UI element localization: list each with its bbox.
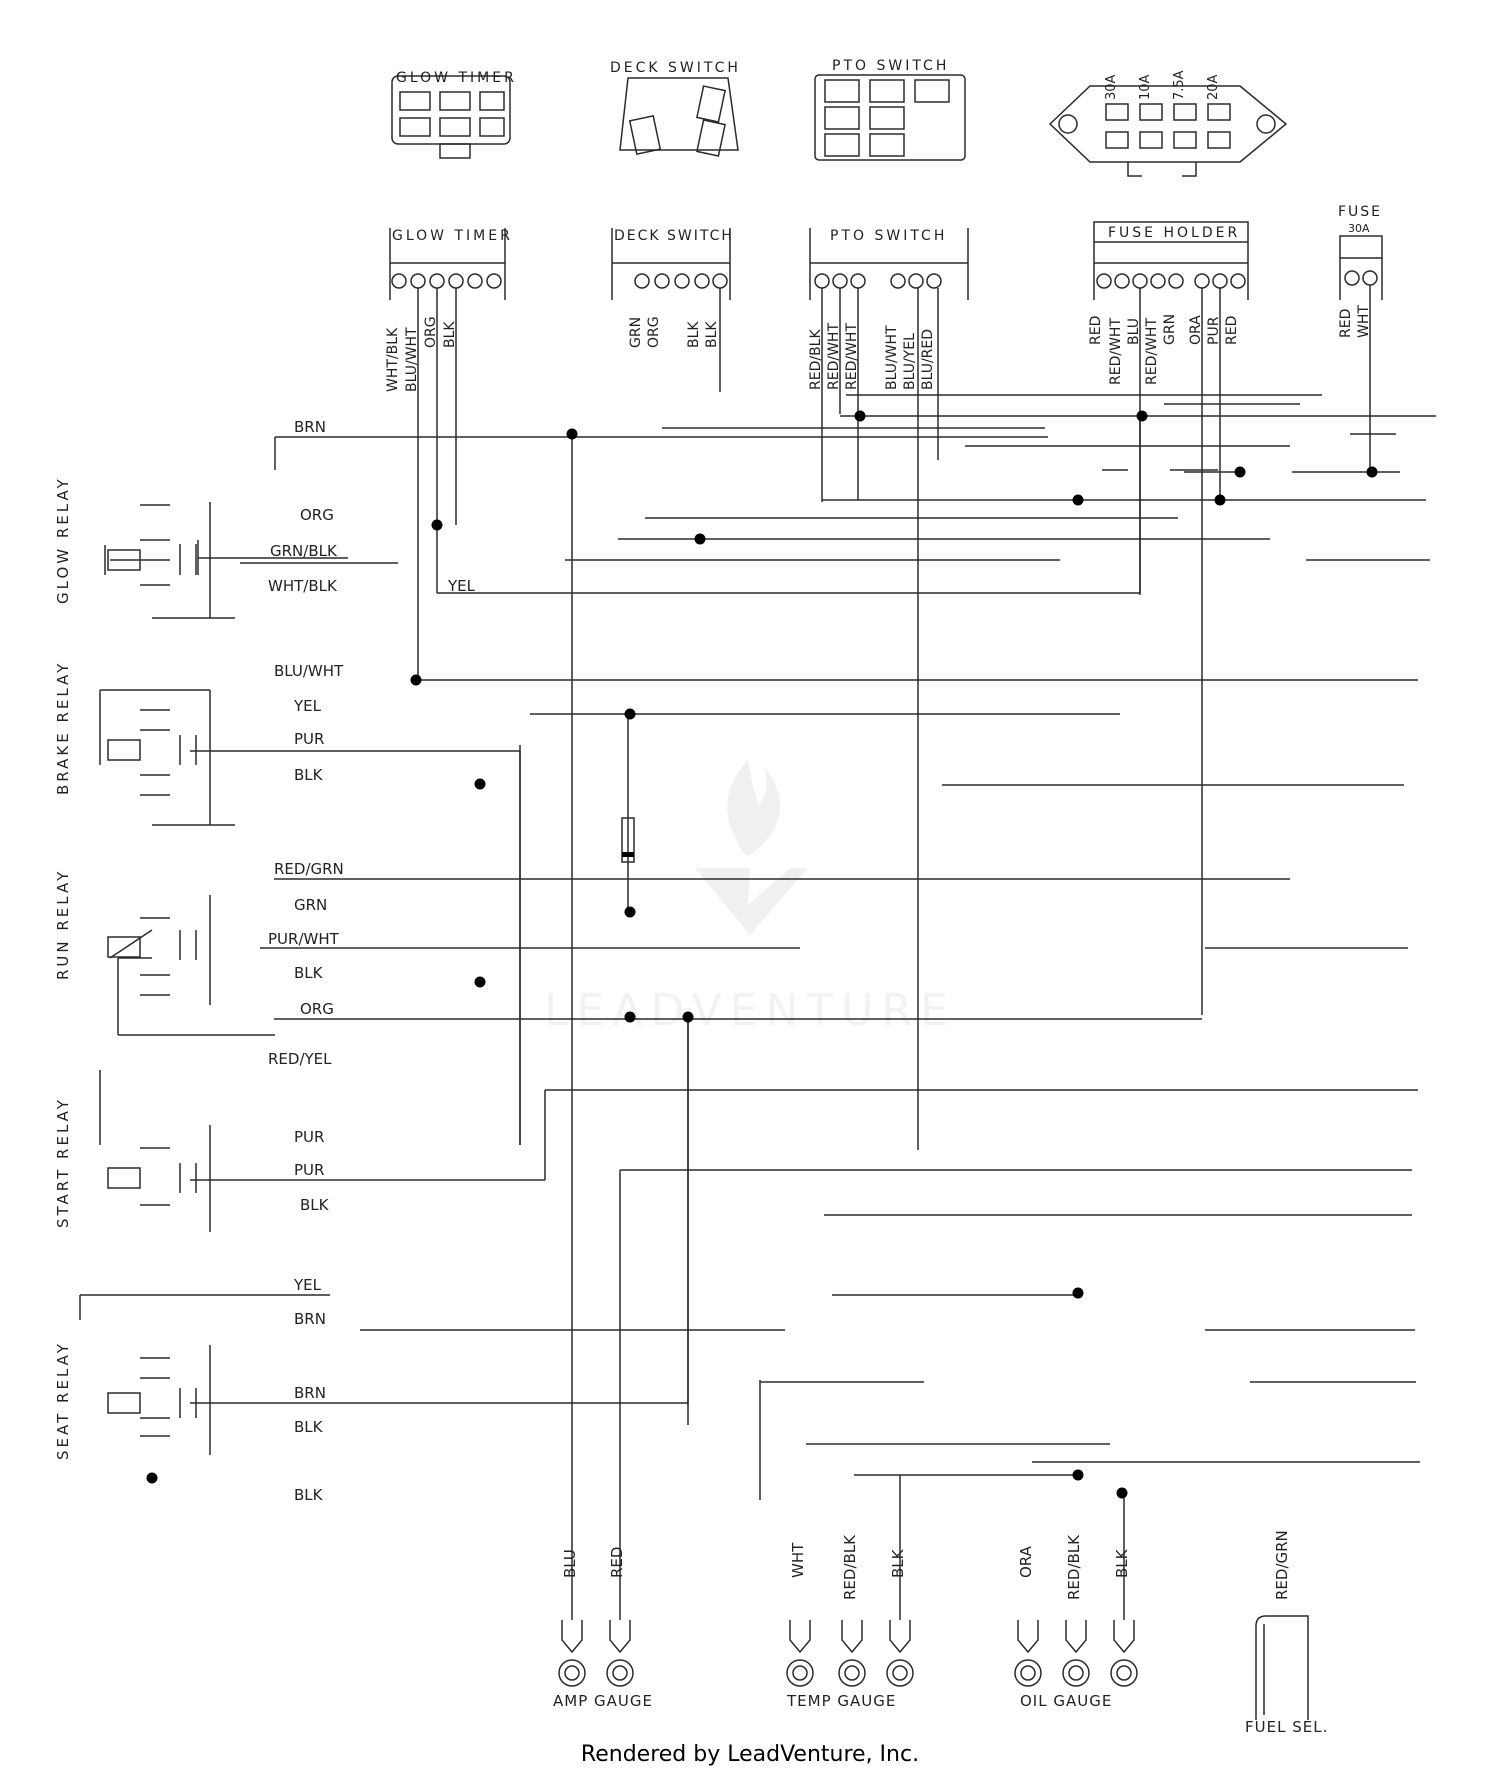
wire-label: BLK	[300, 1196, 330, 1214]
wire-label: RED	[1338, 309, 1354, 338]
wire-label: RED/GRN	[274, 860, 344, 878]
fuse-block-face	[1050, 86, 1286, 176]
wire-label: WHT/BLK	[385, 327, 401, 392]
wire-label: WHT/BLK	[268, 577, 338, 595]
wire-label: GRN	[294, 896, 327, 914]
wire-label: RED/BLK	[841, 1534, 859, 1600]
wire-label: BRN	[294, 1384, 326, 1402]
ring-terminals	[559, 1616, 1308, 1720]
fuse-label: FUSE	[1338, 204, 1382, 220]
wire-label: BLU/RED	[920, 329, 936, 390]
pto-switch-label: PTO SWITCH	[830, 228, 947, 244]
pto-switch-face-label: PTO SWITCH	[832, 58, 949, 74]
wire-label: PUR	[294, 1161, 324, 1179]
pto-switch-connector-face	[815, 75, 965, 160]
harness-wires	[80, 285, 1436, 1620]
wire-label: RED/WHT	[1144, 318, 1160, 385]
wire-label: YEL	[293, 697, 322, 715]
wire-label: RED/WHT	[1108, 318, 1124, 385]
oil-gauge-label: OIL GAUGE	[1020, 1692, 1112, 1710]
wire-label: ORA	[1188, 315, 1204, 345]
deck-switch-label: DECK SWITCH	[614, 228, 734, 244]
wire-label: PUR	[1206, 316, 1222, 345]
brake-relay-label: BRAKE RELAY	[54, 661, 72, 795]
footer-credit: Rendered by LeadVenture, Inc.	[580, 1742, 920, 1767]
wire-label: BLK	[294, 1418, 324, 1436]
deck-switch-face-label: DECK SWITCH	[610, 60, 741, 76]
fuse-rating-4: 20A	[1206, 74, 1221, 100]
fuse-rating-3: 7.5A	[1172, 70, 1187, 100]
deck-switch-header	[612, 228, 730, 300]
wire-label: BLU/WHT	[884, 325, 900, 390]
wire-label: ORA	[1017, 1545, 1035, 1578]
temp-gauge-label: TEMP GAUGE	[786, 1692, 896, 1710]
wire-label: ORG	[300, 1000, 334, 1018]
wire-label: GRN	[1162, 314, 1178, 345]
fuse-header	[1340, 236, 1382, 300]
wire-label: RED/WHT	[844, 323, 860, 390]
wire-label: RED	[1088, 316, 1104, 345]
wire-label: BLK	[704, 321, 720, 348]
wire-label: BLU	[561, 1549, 579, 1578]
wire-label: BLK	[1113, 1548, 1131, 1578]
watermark-text: LEADVENTURE	[544, 985, 956, 1036]
wire-label: PUR/WHT	[268, 930, 340, 948]
glow-relay-label: GLOW RELAY	[54, 476, 72, 604]
wire-label: ORG	[646, 316, 662, 348]
deck-switch-connector-face	[620, 78, 738, 156]
wire-label: BLU	[1126, 318, 1142, 345]
glow-timer-header	[390, 228, 505, 300]
wire-label: BLK	[294, 1486, 324, 1504]
glow-timer-face-label: GLOW TIMER	[396, 70, 517, 86]
start-relay-label: START RELAY	[54, 1097, 72, 1228]
wire-label: BLK	[294, 766, 324, 784]
wire-label: BRN	[294, 1310, 326, 1328]
wire-label: RED	[608, 1547, 626, 1578]
wire-label: RED	[1224, 316, 1240, 345]
wire-label: RED/YEL	[268, 1050, 332, 1068]
wire-label: RED/BLK	[808, 329, 824, 390]
diode	[622, 818, 634, 862]
wire-label: BLK	[686, 321, 702, 348]
fuse-rating-label: 30A	[1348, 222, 1370, 235]
wire-label: YEL	[447, 577, 476, 595]
wire-label: RED/BLK	[1065, 1534, 1083, 1600]
fuse-rating-2: 10A	[1138, 74, 1153, 100]
wire-label: BLU/YEL	[902, 333, 918, 390]
glow-timer-label: GLOW TIMER	[392, 228, 513, 244]
glow-timer-connector-face	[392, 76, 510, 158]
wire-label: BLU/WHT	[274, 662, 344, 680]
wire-label: PUR	[294, 730, 324, 748]
wire-label: BLK	[889, 1548, 907, 1578]
leadventure-watermark-logo	[695, 760, 808, 935]
run-relay-label: RUN RELAY	[54, 869, 72, 980]
fuse-rating-1: 30A	[1104, 74, 1119, 100]
wire-label: ORG	[423, 316, 439, 348]
wire-label: GRN/BLK	[270, 542, 338, 560]
fuse-holder-header	[1094, 222, 1248, 300]
wire-label: BRN	[294, 418, 326, 436]
wire-label: YEL	[293, 1276, 322, 1294]
fuel-sel-label: FUEL SEL.	[1245, 1718, 1328, 1736]
wire-label: GRN	[628, 317, 644, 348]
seat-relay-label: SEAT RELAY	[54, 1341, 72, 1460]
wire-label: BLK	[442, 321, 458, 348]
wire-label: ORG	[300, 506, 334, 524]
wire-label: RED/GRN	[1273, 1530, 1291, 1600]
wire-label: BLK	[294, 964, 324, 982]
wire-label: WHT	[1356, 305, 1372, 338]
relay-coils	[108, 505, 196, 1436]
wire-label: WHT	[789, 1542, 807, 1578]
wire-label: BLU/WHT	[404, 327, 420, 392]
fuse-holder-label: FUSE HOLDER	[1108, 225, 1240, 241]
wire-label: RED/WHT	[826, 323, 842, 390]
amp-gauge-label: AMP GAUGE	[553, 1692, 653, 1710]
junction-dots	[146, 410, 1378, 1499]
wire-label: PUR	[294, 1128, 324, 1146]
